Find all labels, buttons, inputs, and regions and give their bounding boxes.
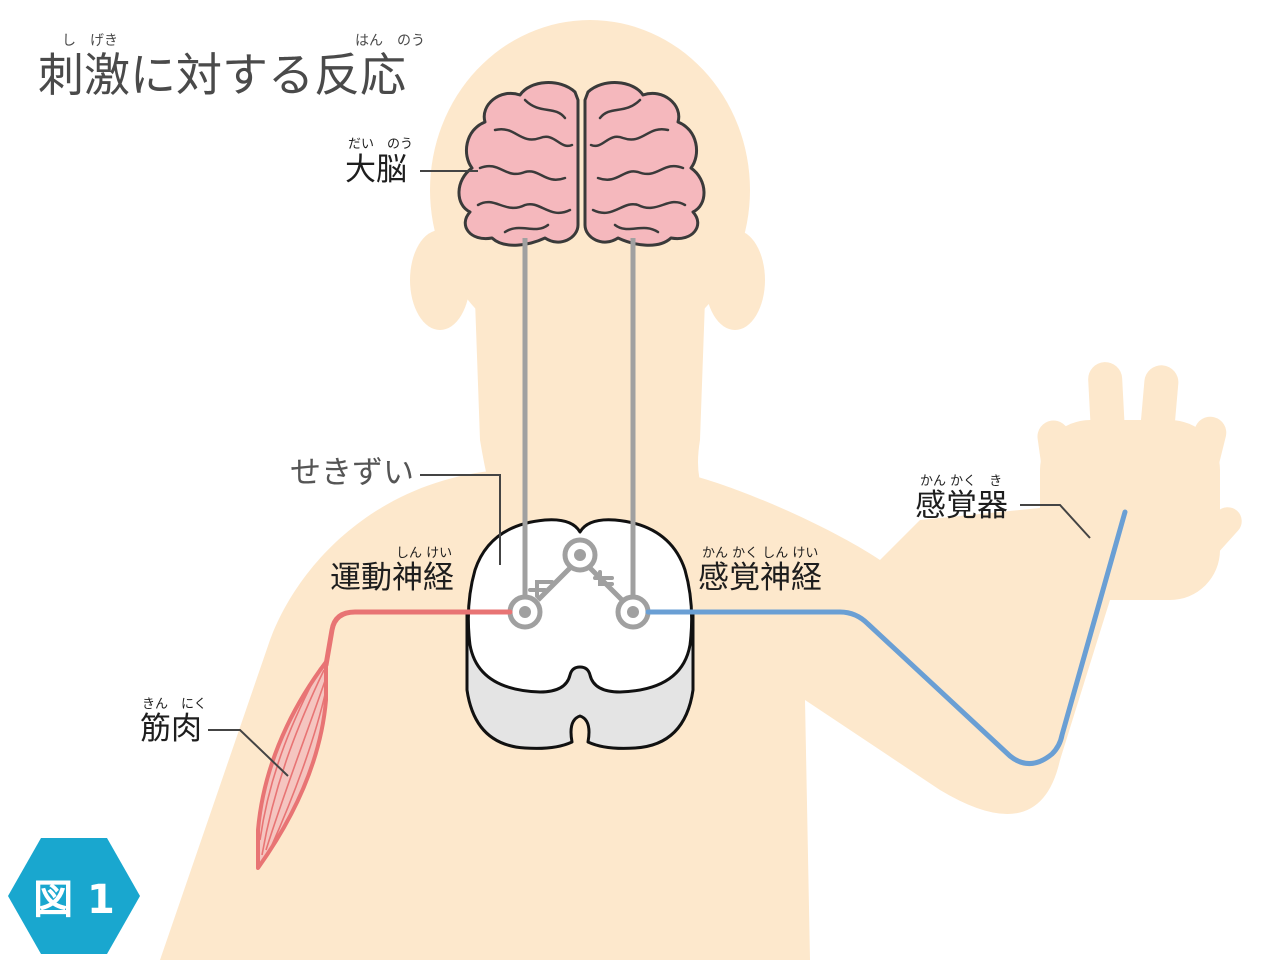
motor-nerve-label-ruby: しん けい xyxy=(396,546,453,561)
muscle xyxy=(256,660,328,870)
sensory-nerve-line xyxy=(645,509,1128,766)
muscle-leader-line xyxy=(208,729,289,777)
spinal-cord-leader-line xyxy=(420,474,501,565)
leader-lines xyxy=(208,170,1091,777)
title-ruby-hannou: はん のう xyxy=(355,33,425,49)
brain-label: 大脳 xyxy=(345,152,407,188)
spinal-cord-label: せきずい xyxy=(290,455,414,491)
receptor-leader-line xyxy=(1020,504,1091,539)
synapse-left xyxy=(528,580,554,598)
motor-nerve-line xyxy=(323,609,513,668)
sensory-nerve-label-ruby: かん かく しん けい xyxy=(702,546,819,561)
page-title: 刺激に対する反応 xyxy=(38,48,406,102)
title-ruby-shigeki: し げき xyxy=(62,33,118,49)
brain-left-hemisphere xyxy=(457,81,580,247)
receptor-label: 感覚器 xyxy=(915,488,1008,524)
muscle-label-ruby: きん にく xyxy=(142,697,207,712)
brain-label-ruby: だい のう xyxy=(348,137,414,152)
motor-nerve-label: 運動神経 xyxy=(330,560,454,596)
muscle-label: 筋肉 xyxy=(140,711,202,747)
brain-right-hemisphere xyxy=(583,81,706,247)
interneuron-connection xyxy=(536,566,624,602)
synapse-right xyxy=(593,570,614,586)
brain xyxy=(457,81,706,247)
sensory-nerve-label: 感覚神経 xyxy=(698,560,822,596)
receptor-label-ruby: かん かく き xyxy=(920,474,1003,489)
